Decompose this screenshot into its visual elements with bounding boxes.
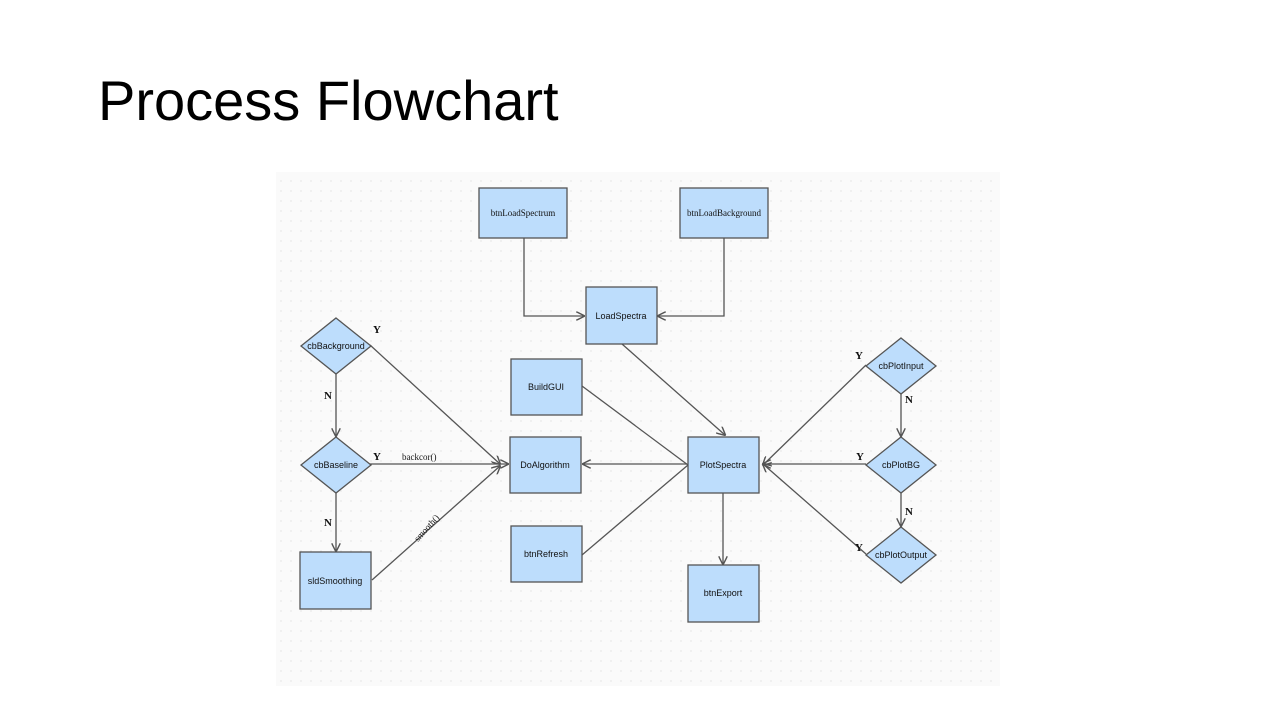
node-btn-load-background-label: btnLoadBackground [687,208,761,218]
node-btn-export-label: btnExport [704,588,743,598]
node-sld-smoothing: sldSmoothing [299,551,372,610]
node-cb-plot-output: cbPlotOutput [864,526,938,584]
node-cb-background-label: cbBackground [307,341,365,351]
edge-cbplotoutput-yes [763,464,867,555]
label-backcor: backcor() [402,452,436,462]
node-cb-plot-input-label: cbPlotInput [878,361,924,371]
node-cb-plot-output-label: cbPlotOutput [875,550,928,560]
node-btn-load-background: btnLoadBackground [679,187,769,239]
grid-dots [276,172,1000,686]
edge-btnrefresh-to-plotspectra [581,464,689,556]
label-cbplotbg-yes: Y [856,451,864,463]
node-cb-background: cbBackground [299,317,373,375]
edges [336,238,901,581]
edge-sldsmoothing-to-doalgorithm [371,466,500,581]
node-btn-export: btnExport [687,564,760,623]
node-sld-smoothing-label: sldSmoothing [308,576,363,586]
label-cbplotinput-no: N [905,394,913,406]
node-cb-baseline: cbBaseline [299,436,373,494]
edge-loadspectra-to-plotspectra [621,343,725,435]
node-load-spectra-label: LoadSpectra [595,311,646,321]
flowchart-canvas: Y N Y backcor() N smooth() Y N Y N Y btn… [276,172,1000,686]
label-cbbaseline-yes: Y [373,451,381,463]
node-cb-plot-bg-label: cbPlotBG [882,460,920,470]
node-build-gui: BuildGUI [510,358,583,416]
node-do-algorithm: DoAlgorithm [509,436,582,494]
node-btn-load-spectrum: btnLoadSpectrum [478,187,568,239]
label-cbplotoutput-yes: Y [855,542,863,554]
edge-buildgui-to-plotspectra [581,385,689,466]
node-cb-plot-input: cbPlotInput [864,337,938,395]
flowchart-diagram: Y N Y backcor() N smooth() Y N Y N Y btn… [276,172,1000,686]
edge-loadspectrum-to-loadspectra [523,238,584,316]
label-cbbackground-yes: Y [373,324,381,336]
slide-title: Process Flowchart [98,69,559,132]
node-cb-plot-bg: cbPlotBG [864,436,938,494]
label-cbbackground-no: N [324,390,332,402]
node-cb-baseline-label: cbBaseline [314,460,358,470]
label-cbplotbg-no: N [905,506,913,518]
edge-cbbackground-yes [369,344,500,464]
node-plot-spectra: PlotSpectra [687,436,760,494]
node-plot-spectra-label: PlotSpectra [700,460,747,470]
node-load-spectra: LoadSpectra [585,286,658,345]
node-btn-refresh: btnRefresh [510,525,583,583]
edge-loadbackground-to-loadspectra [658,238,725,316]
label-cbplotinput-yes: Y [855,350,863,362]
node-btn-refresh-label: btnRefresh [524,549,568,559]
node-btn-load-spectrum-label: btnLoadSpectrum [491,208,556,218]
label-cbbaseline-no: N [324,517,332,529]
node-build-gui-label: BuildGUI [528,382,564,392]
node-do-algorithm-label: DoAlgorithm [520,460,570,470]
edge-cbplotinput-yes [763,364,867,465]
